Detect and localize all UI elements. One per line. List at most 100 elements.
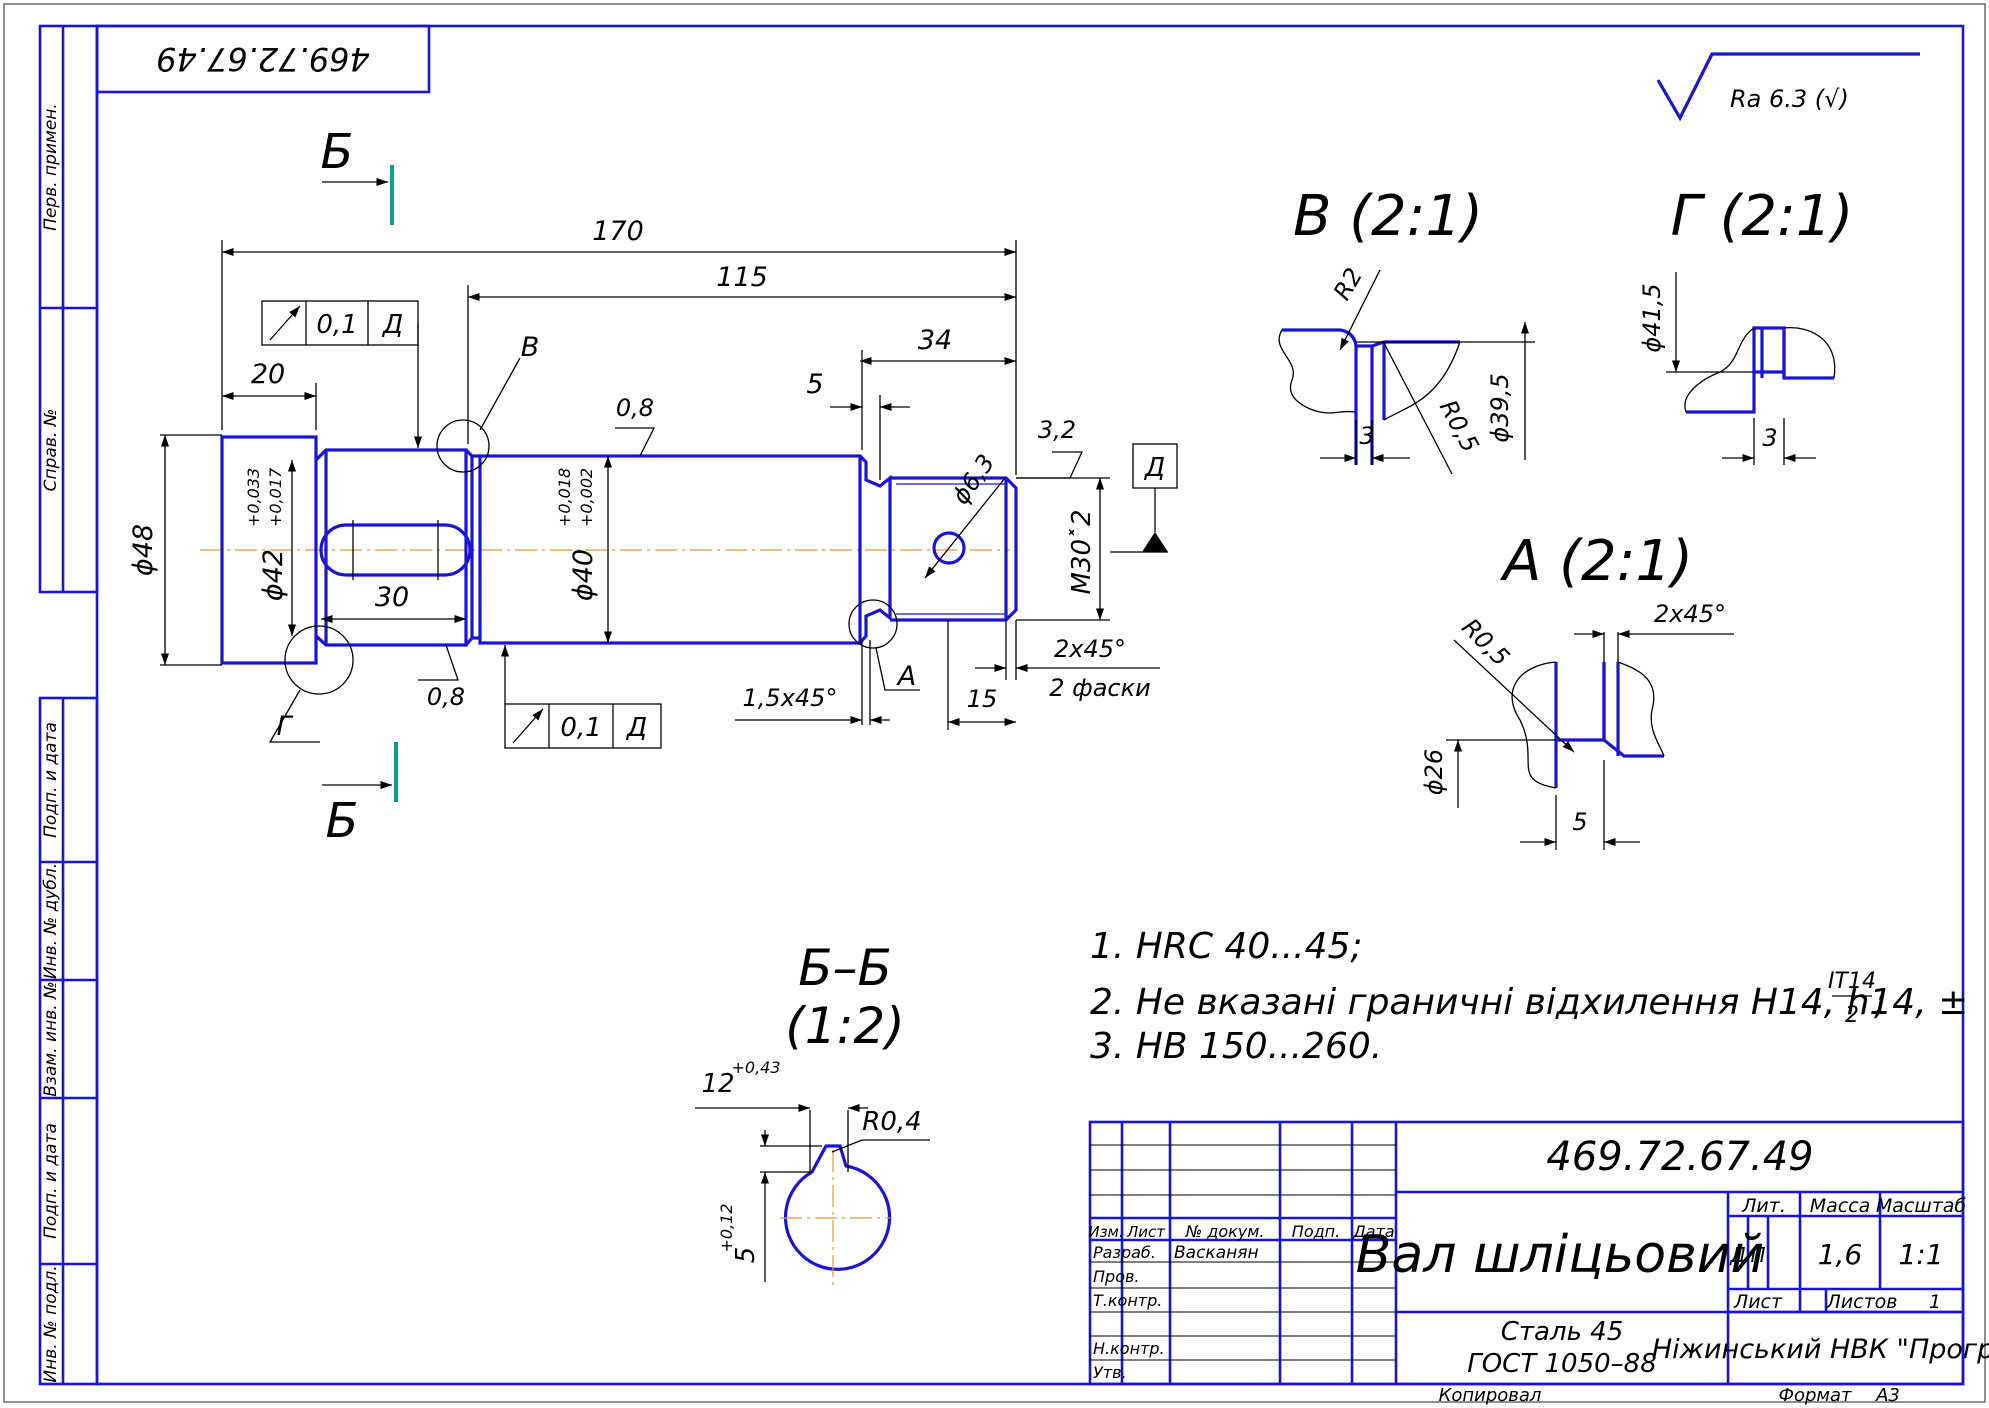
tolerance-frame-upper: 0,1 Д — [261, 300, 423, 448]
tolerance-upper-value: 0,1 — [316, 310, 357, 340]
journal-42 — [314, 448, 468, 647]
detail-v-title: В (2:1) — [1293, 184, 1483, 249]
dim-3-2: 3,2 — [1038, 416, 1076, 444]
title-lit-label: Лит. — [1741, 1195, 1786, 1217]
note-3: 3. HB 150...260. — [1090, 1026, 1382, 1067]
dim-chamfer-2-note: 2 фаски — [1049, 674, 1150, 702]
roughness-symbol: Ra 6.3 (√) — [1656, 52, 1920, 122]
title-sheets: 1 — [1929, 1291, 1941, 1313]
dim-chamfer-2: 2x45° — [1054, 635, 1126, 663]
title-sheet-label: Лист — [1733, 1291, 1783, 1313]
cut-mark-top: Б — [321, 124, 394, 225]
detail-g-d3: 3 — [1762, 424, 1777, 452]
section-height-tol: +0,12 — [717, 1203, 736, 1252]
dim-phi42-lower: +0,017 — [266, 467, 285, 527]
title-row-check: Пров. — [1093, 1267, 1140, 1286]
detail-g-view: Г (2:1) ϕ41,5 3 — [1638, 184, 1853, 465]
side-sign-date-1: Подп. и дата — [41, 722, 61, 838]
sheet-trim — [3, 3, 1986, 1403]
code-stamp-text: 469.72.67.49 — [156, 40, 370, 78]
title-developer: Васканян — [1174, 1243, 1259, 1263]
title-col-change: Изм. — [1088, 1223, 1123, 1241]
side-ref-no: Справ. № — [41, 409, 61, 492]
title-format: A3 — [1875, 1385, 1900, 1406]
side-repl-inv: Взам. инв. № — [41, 981, 61, 1096]
section-height: 5 — [731, 1247, 761, 1264]
tolerance-upper-datum: Д — [382, 310, 403, 340]
cut-letter-bottom: Б — [326, 793, 359, 849]
section-bb-view: Б–Б (1:2) 12 +0,43 R0,4 5 +0,12 — [695, 939, 930, 1285]
title-block: 469.72.67.49 Вал шліцьовий Сталь 45 ГОСТ… — [1088, 1120, 1989, 1406]
datum-marker: Д — [1110, 443, 1178, 553]
title-row-tcontrol: Т.контр. — [1093, 1291, 1162, 1310]
note-1: 1. HRC 40...45; — [1090, 926, 1363, 967]
title-org: Ніжинський НВК "Прогрес" — [1652, 1334, 1989, 1365]
cross-hole — [932, 531, 966, 565]
detail-circle-g — [284, 625, 354, 695]
leader-g: Г — [276, 711, 293, 742]
technical-notes: 1. HRC 40...45; 2. Не вказані граничні в… — [1090, 926, 1968, 1067]
detail-a-r05: R0,5 — [1456, 613, 1515, 672]
keyway-slot — [319, 523, 472, 577]
detail-circle-a — [848, 599, 898, 649]
dim-15: 15 — [967, 685, 998, 713]
section-scale: (1:2) — [785, 997, 904, 1055]
title-sheets-label: Листов — [1826, 1291, 1898, 1313]
title-format-label: Формат — [1778, 1385, 1852, 1406]
section-r04: R0,4 — [862, 1107, 921, 1137]
detail-a-title: А (2:1) — [1500, 529, 1693, 594]
dim-phi40-lower: +0,002 — [577, 468, 596, 527]
dim-thread: M30˟2 — [1067, 509, 1097, 594]
leader-v: В — [521, 332, 540, 363]
detail-v-view: В (2:1) ϕ39,5 R2 R0,5 3 — [1278, 184, 1535, 475]
code-stamp: 469.72.67.49 — [95, 24, 431, 94]
dim-30: 30 — [375, 582, 409, 613]
dim-0-8-journal: 0,8 — [427, 683, 465, 711]
title-code: 469.72.67.49 — [1546, 1134, 1813, 1180]
detail-v-d3: 3 — [1359, 422, 1374, 450]
dim-phi40: ϕ40 — [568, 549, 599, 601]
side-orig-inv: Инв. № подл. — [41, 1265, 61, 1382]
dim-phi40-upper: +0,018 — [555, 468, 574, 527]
side-dup-inv: Инв. № дубл. — [41, 863, 61, 979]
title-row-ncontrol: Н.контр. — [1093, 1339, 1165, 1358]
note-2-denominator: 2 — [1845, 1003, 1859, 1028]
title-lit-1: Д — [1729, 1243, 1746, 1267]
dim-0-8-body: 0,8 — [616, 394, 654, 422]
side-strip: Перв. примен. Справ. № Подп. и дата Инв.… — [38, 24, 99, 1386]
tolerance-frame-lower: 0,1 Д — [500, 645, 662, 749]
dim-20: 20 — [251, 359, 285, 390]
detail-circle-v — [436, 419, 490, 473]
undercut — [858, 454, 892, 645]
detail-a-chamfer: 2x45° — [1654, 600, 1726, 628]
dim-chamfer-1-5: 1,5x45° — [743, 684, 838, 712]
section-width: 12 — [701, 1069, 734, 1099]
title-lit-2: П — [1750, 1243, 1765, 1267]
thread-section — [890, 476, 1018, 622]
title-col-date: Дата — [1352, 1222, 1394, 1241]
title-name: Вал шліцьовий — [1356, 1225, 1765, 1285]
note-2: 2. Не вказані граничні відхилення H14, h… — [1090, 982, 1968, 1023]
title-col-sign: Подп. — [1292, 1222, 1340, 1241]
detail-a-view: А (2:1) 2x45° R0,5 ϕ26 5 — [1420, 529, 1734, 850]
detail-v-r05: R0,5 — [1434, 395, 1484, 457]
section-width-tol: +0,43 — [731, 1058, 780, 1077]
detail-a-d5: 5 — [1572, 808, 1587, 836]
tolerance-lower-datum: Д — [626, 713, 647, 743]
title-col-doc: № докум. — [1185, 1222, 1265, 1241]
title-mass: 1,6 — [1818, 1238, 1863, 1271]
title-material-2: ГОСТ 1050–88 — [1467, 1349, 1657, 1379]
dim-phi42: ϕ42 — [258, 549, 289, 601]
leader-a: А — [896, 661, 916, 692]
dim-34: 34 — [918, 325, 952, 356]
dim-170: 170 — [592, 216, 644, 247]
title-scale-label: Масштаб — [1876, 1195, 1967, 1217]
note-2-end: ; — [1874, 982, 1886, 1023]
dim-phi42-upper: +0,033 — [244, 468, 263, 527]
shaft-main-view: 170 115 34 20 5 30 ϕ48 ϕ42 +0,033 +0,017… — [128, 124, 1178, 849]
side-sign-date-2: Подп. и дата — [41, 1123, 61, 1239]
title-material-1: Сталь 45 — [1501, 1317, 1624, 1347]
title-mass-label: Масса — [1810, 1195, 1871, 1217]
roughness-text: Ra 6.3 (√) — [1730, 85, 1849, 113]
